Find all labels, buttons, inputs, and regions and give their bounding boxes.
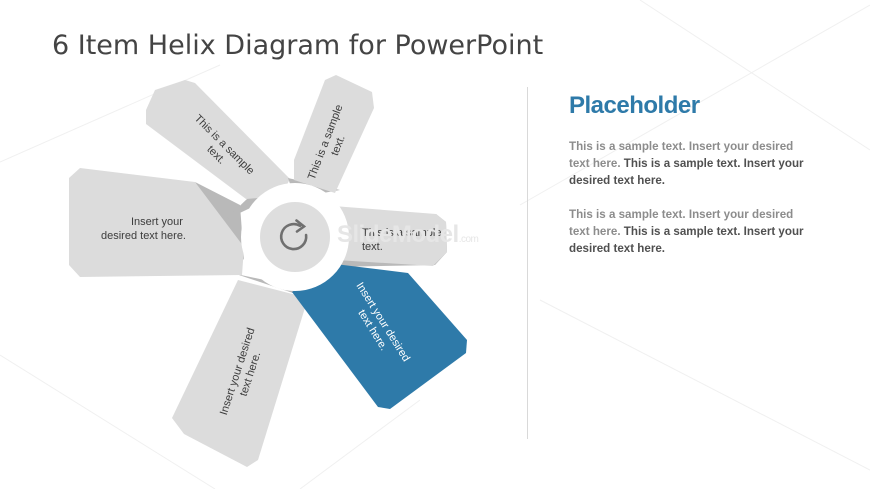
vertical-divider [527, 87, 528, 439]
refresh-icon [279, 219, 308, 251]
hub-inner-circle[interactable] [260, 202, 330, 272]
slide-title: 6 Item Helix Diagram for PowerPoint [52, 30, 544, 61]
placeholder-paragraph-2: This is a sample text. Insert your desir… [569, 208, 804, 255]
blade-label-3: This is a sample text. [362, 227, 445, 253]
helix-blade-5[interactable] [172, 274, 308, 467]
watermark: SlideModel.com [337, 221, 479, 248]
placeholder-paragraph-1: This is a sample text. Insert your desir… [569, 140, 804, 187]
placeholder-heading: Placeholder [569, 92, 700, 119]
helix-blade-3[interactable] [320, 205, 447, 267]
blade-label-6: Insert your desired text here. [101, 216, 186, 242]
helix-blade-6[interactable] [69, 168, 244, 277]
